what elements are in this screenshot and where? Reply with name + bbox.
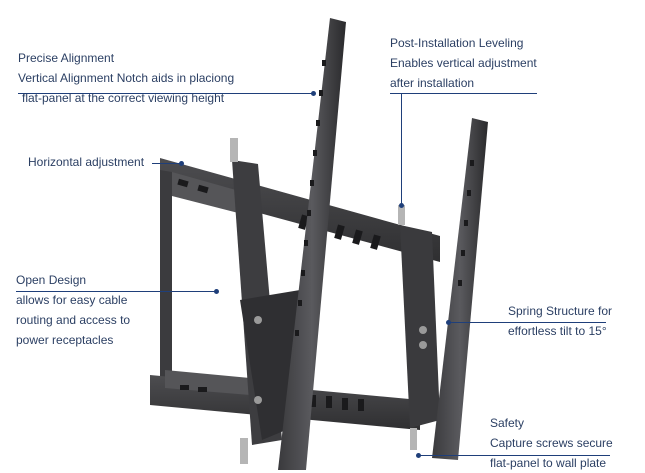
spring-structure-title: Spring Structure for [508, 304, 613, 318]
callout-horizontal-adjustment: Horizontal adjustment [28, 152, 144, 172]
safety-line1: Capture screws secure [490, 436, 613, 450]
leader-horizontal-adjustment [152, 163, 182, 164]
marker-safety [416, 453, 421, 458]
left-arm [278, 18, 346, 470]
safety-line2: flat-panel to wall plate [490, 456, 607, 470]
callout-post-installation-leveling: Post-Installation Leveling Enables verti… [390, 33, 537, 93]
open-design-line2: routing and access to [16, 313, 131, 327]
right-bracket [398, 205, 440, 450]
post-installation-line1: Enables vertical adjustment [390, 56, 537, 70]
safety-title: Safety [490, 416, 525, 430]
precise-alignment-title: Precise Alignment [18, 51, 115, 65]
leader-open-design [16, 291, 217, 292]
marker-spring-structure [446, 320, 451, 325]
marker-horizontal-adjustment [179, 161, 184, 166]
leader-safety [418, 455, 610, 456]
marker-post-installation [399, 203, 404, 208]
marker-precise-alignment [311, 91, 316, 96]
open-design-line3: power receptacles [16, 333, 114, 347]
open-design-title: Open Design [16, 273, 87, 287]
leader-spring-structure [448, 322, 606, 323]
callout-spring-structure: Spring Structure for effortless tilt to … [508, 301, 612, 341]
callout-open-design: Open Design allows for easy cable routin… [16, 270, 130, 350]
right-arm [419, 118, 488, 460]
precise-alignment-line1: Vertical Alignment Notch aids in placion… [18, 71, 235, 85]
wall-plate [150, 158, 440, 430]
precise-alignment-line2: flat-panel at the correct viewing height [22, 91, 225, 105]
leader-precise-alignment [18, 93, 314, 94]
callout-safety: Safety Capture screws secure flat-panel … [490, 413, 613, 473]
open-design-line1: allows for easy cable [16, 293, 128, 307]
horizontal-adjustment-title: Horizontal adjustment [28, 155, 145, 169]
marker-open-design [214, 289, 219, 294]
post-installation-title: Post-Installation Leveling [390, 36, 524, 50]
leader-post-installation-vertical [401, 93, 402, 206]
leader-post-installation [390, 93, 537, 94]
spring-structure-line1: effortless tilt to 15° [508, 324, 607, 338]
callout-precise-alignment: Precise Alignment Vertical Alignment Not… [18, 48, 234, 108]
post-installation-line2: after installation [390, 76, 475, 90]
